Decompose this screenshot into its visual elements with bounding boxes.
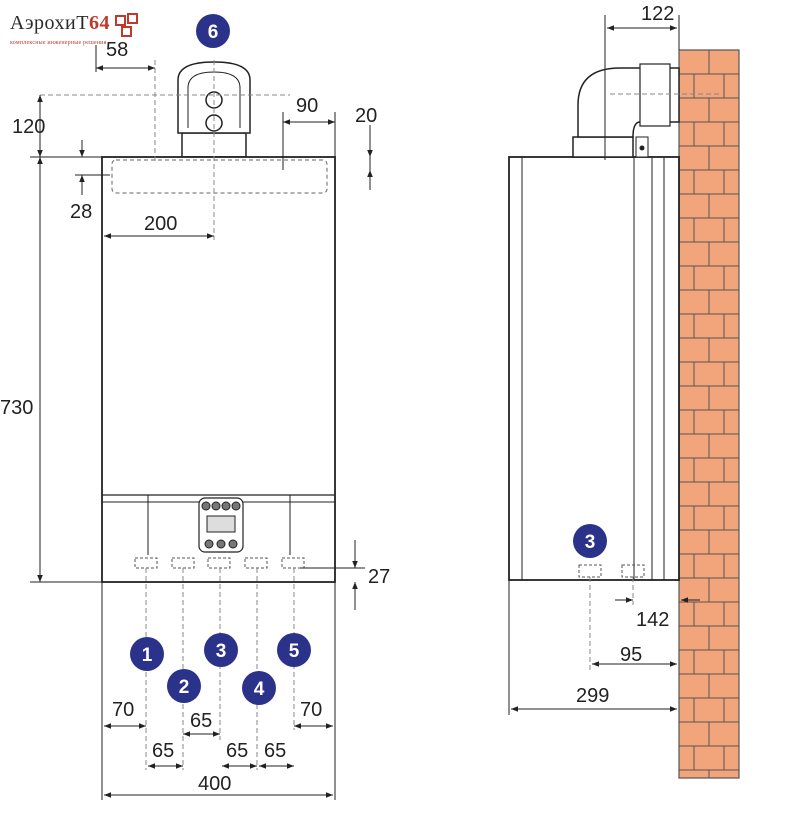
front-view [30, 45, 373, 800]
svg-text:5: 5 [289, 641, 300, 662]
dim-65-c: 65 [226, 740, 248, 762]
dim-122: 122 [641, 3, 674, 25]
dim-95: 95 [620, 644, 642, 666]
dim-65-a: 65 [190, 710, 212, 732]
flue-elbow-side [572, 63, 680, 158]
badge-3-side: 3 [573, 524, 607, 558]
svg-text:3: 3 [216, 641, 227, 662]
boiler-casing-side [508, 156, 680, 581]
dim-142: 142 [636, 609, 669, 631]
dim-70-left: 70 [112, 699, 134, 721]
dim-28: 28 [70, 201, 92, 223]
company-logo: АэрохиТ64 комплексные инженерные решения [10, 12, 144, 46]
logo-squares-icon [114, 13, 138, 37]
dim-65-b: 65 [152, 740, 174, 762]
side-view [508, 15, 740, 779]
badge-5: 5 [277, 633, 311, 667]
svg-text:4: 4 [254, 679, 265, 700]
dim-400: 400 [198, 773, 231, 795]
badge-3: 3 [204, 633, 238, 667]
dim-65-d: 65 [264, 740, 286, 762]
logo-tagline: комплексные инженерные решения [10, 40, 107, 46]
badge-1: 1 [130, 637, 164, 671]
svg-text:2: 2 [179, 677, 190, 698]
dim-299: 299 [576, 685, 609, 707]
dim-120: 120 [12, 116, 45, 138]
logo-number: 64 [88, 12, 110, 34]
connection-badges: 6 1 2 3 4 5 3 [130, 14, 607, 705]
dim-27: 27 [368, 566, 390, 588]
svg-text:3: 3 [585, 532, 596, 553]
dim-90: 90 [296, 95, 318, 117]
dimension-labels: 122 58 90 20 120 28 200 730 27 70 65 70 … [0, 3, 674, 795]
dim-58: 58 [106, 39, 128, 61]
dim-730: 730 [0, 397, 33, 419]
dim-200: 200 [144, 213, 177, 235]
badge-2: 2 [167, 669, 201, 703]
dim-70-right: 70 [300, 699, 322, 721]
svg-text:1: 1 [142, 645, 153, 666]
dim-20: 20 [355, 105, 377, 127]
logo-name: АэрохиТ [10, 12, 89, 34]
badge-4: 4 [242, 671, 276, 705]
svg-text:6: 6 [208, 22, 219, 43]
brick-wall [678, 49, 740, 779]
badge-6: 6 [196, 14, 230, 48]
control-panel [102, 494, 335, 555]
